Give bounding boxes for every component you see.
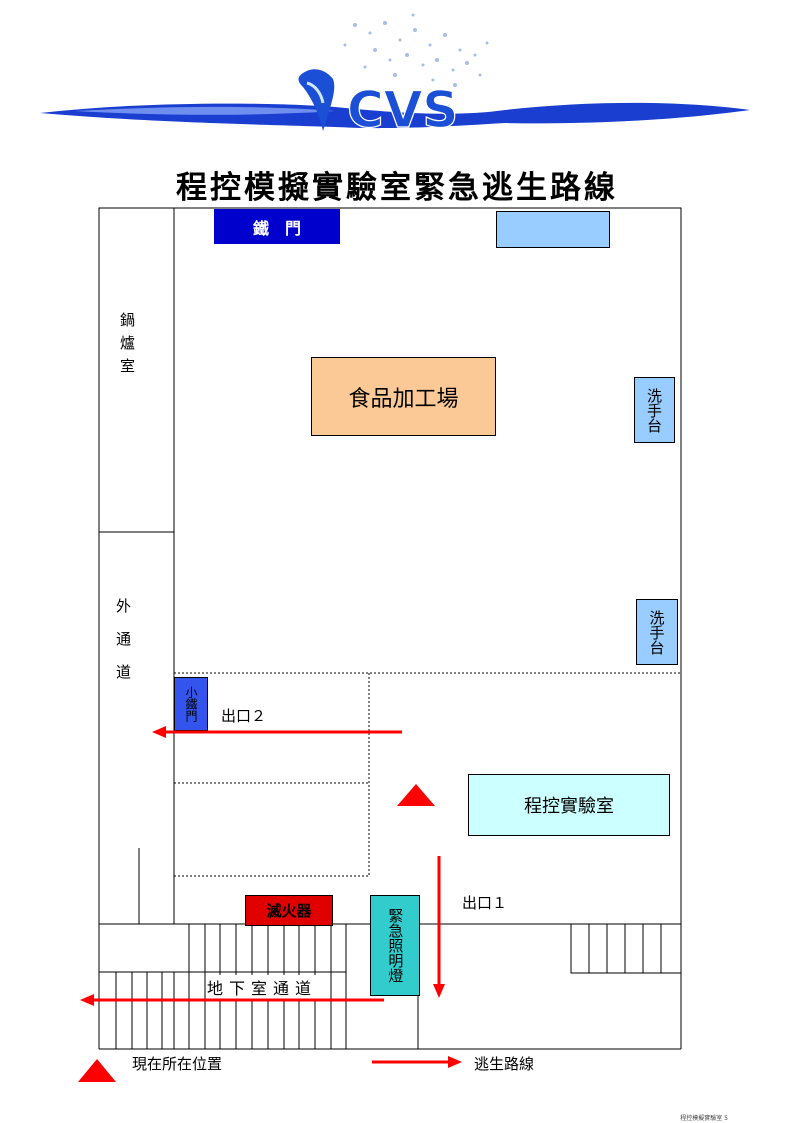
arrow-down-icon bbox=[433, 984, 445, 998]
arrow-right-icon bbox=[448, 1056, 462, 1068]
food-factory-label: 食品加工場 bbox=[348, 386, 459, 412]
top-right-fixture bbox=[496, 211, 610, 248]
logo-speckle-icon bbox=[343, 13, 489, 87]
legend-current-position: 現在所在位置 bbox=[132, 1055, 223, 1073]
exit-2-label: 出口２ bbox=[221, 707, 267, 725]
small-iron-door: 小鐵門 bbox=[174, 677, 208, 731]
sink-1: 洗手台 bbox=[634, 377, 675, 443]
fire-extinguisher: 滅火器 bbox=[245, 895, 333, 926]
control-lab: 程控實驗室 bbox=[468, 774, 670, 836]
exit-1-label: 出口１ bbox=[462, 894, 508, 912]
corridor-label: 地下室通道 bbox=[207, 975, 318, 999]
legend-position-marker-icon bbox=[78, 1059, 116, 1082]
emergency-light: 緊急照明燈 bbox=[370, 895, 420, 996]
logo-banner: CVS bbox=[40, 13, 750, 135]
legend-escape-route: 逃生路線 bbox=[474, 1055, 535, 1073]
iron-door: 鐵 門 bbox=[214, 209, 340, 244]
boiler-room-label: 鍋爐室 bbox=[118, 312, 136, 381]
page-title: 程控模擬實驗室緊急逃生路線 bbox=[176, 170, 618, 206]
page-footer: 程控模擬實驗室 5 bbox=[680, 1115, 728, 1122]
control-lab-label: 程控實驗室 bbox=[524, 796, 614, 817]
food-factory: 食品加工場 bbox=[311, 357, 496, 436]
sink-2: 洗手台 bbox=[636, 599, 678, 665]
current-position-marker-icon bbox=[397, 784, 435, 806]
outer-passage-label: 外通道 bbox=[114, 598, 132, 697]
arrow-left-icon bbox=[80, 994, 94, 1006]
arrow-left-icon bbox=[152, 726, 166, 738]
fire-extinguisher-label: 滅火器 bbox=[266, 902, 312, 920]
logo-text: CVS bbox=[347, 81, 458, 135]
iron-door-label: 鐵 門 bbox=[252, 218, 301, 238]
